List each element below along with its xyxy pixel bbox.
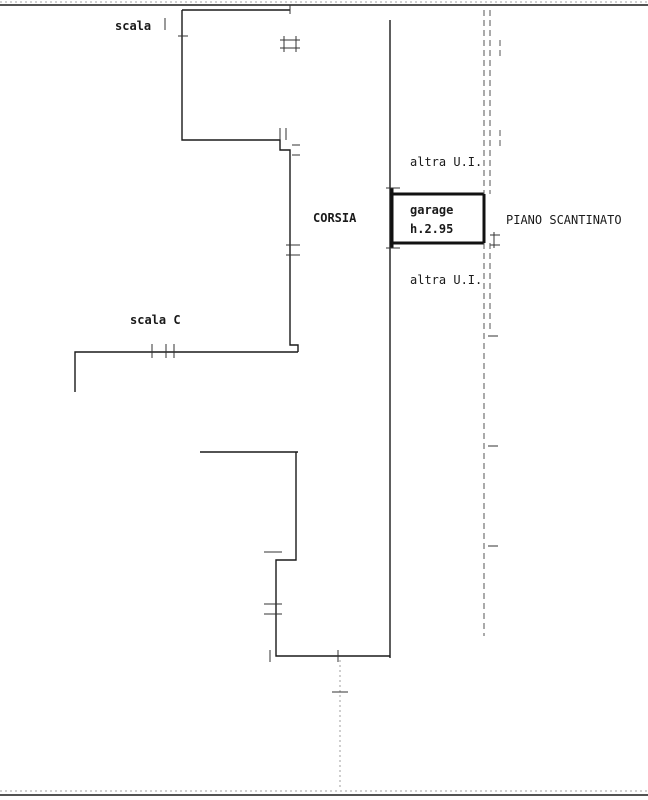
scala-c-wall [74,344,298,392]
garage-height-label: h.2.95 [410,222,453,236]
upper-block-outline [164,5,300,352]
dashed-boundary [483,10,501,636]
garage-outline [386,187,500,249]
corsia-label: CORSIA [313,211,357,225]
altra-ui-top-label: altra U.I. [410,155,482,169]
scala-label: scala [115,19,151,33]
lower-block-outline [200,451,390,662]
piano-scantinato-label: PIANO SCANTINATO [506,213,622,227]
scala-c-label: scala C [130,313,181,327]
garage-label: garage [410,203,453,217]
altra-ui-bottom-label: altra U.I. [410,273,482,287]
